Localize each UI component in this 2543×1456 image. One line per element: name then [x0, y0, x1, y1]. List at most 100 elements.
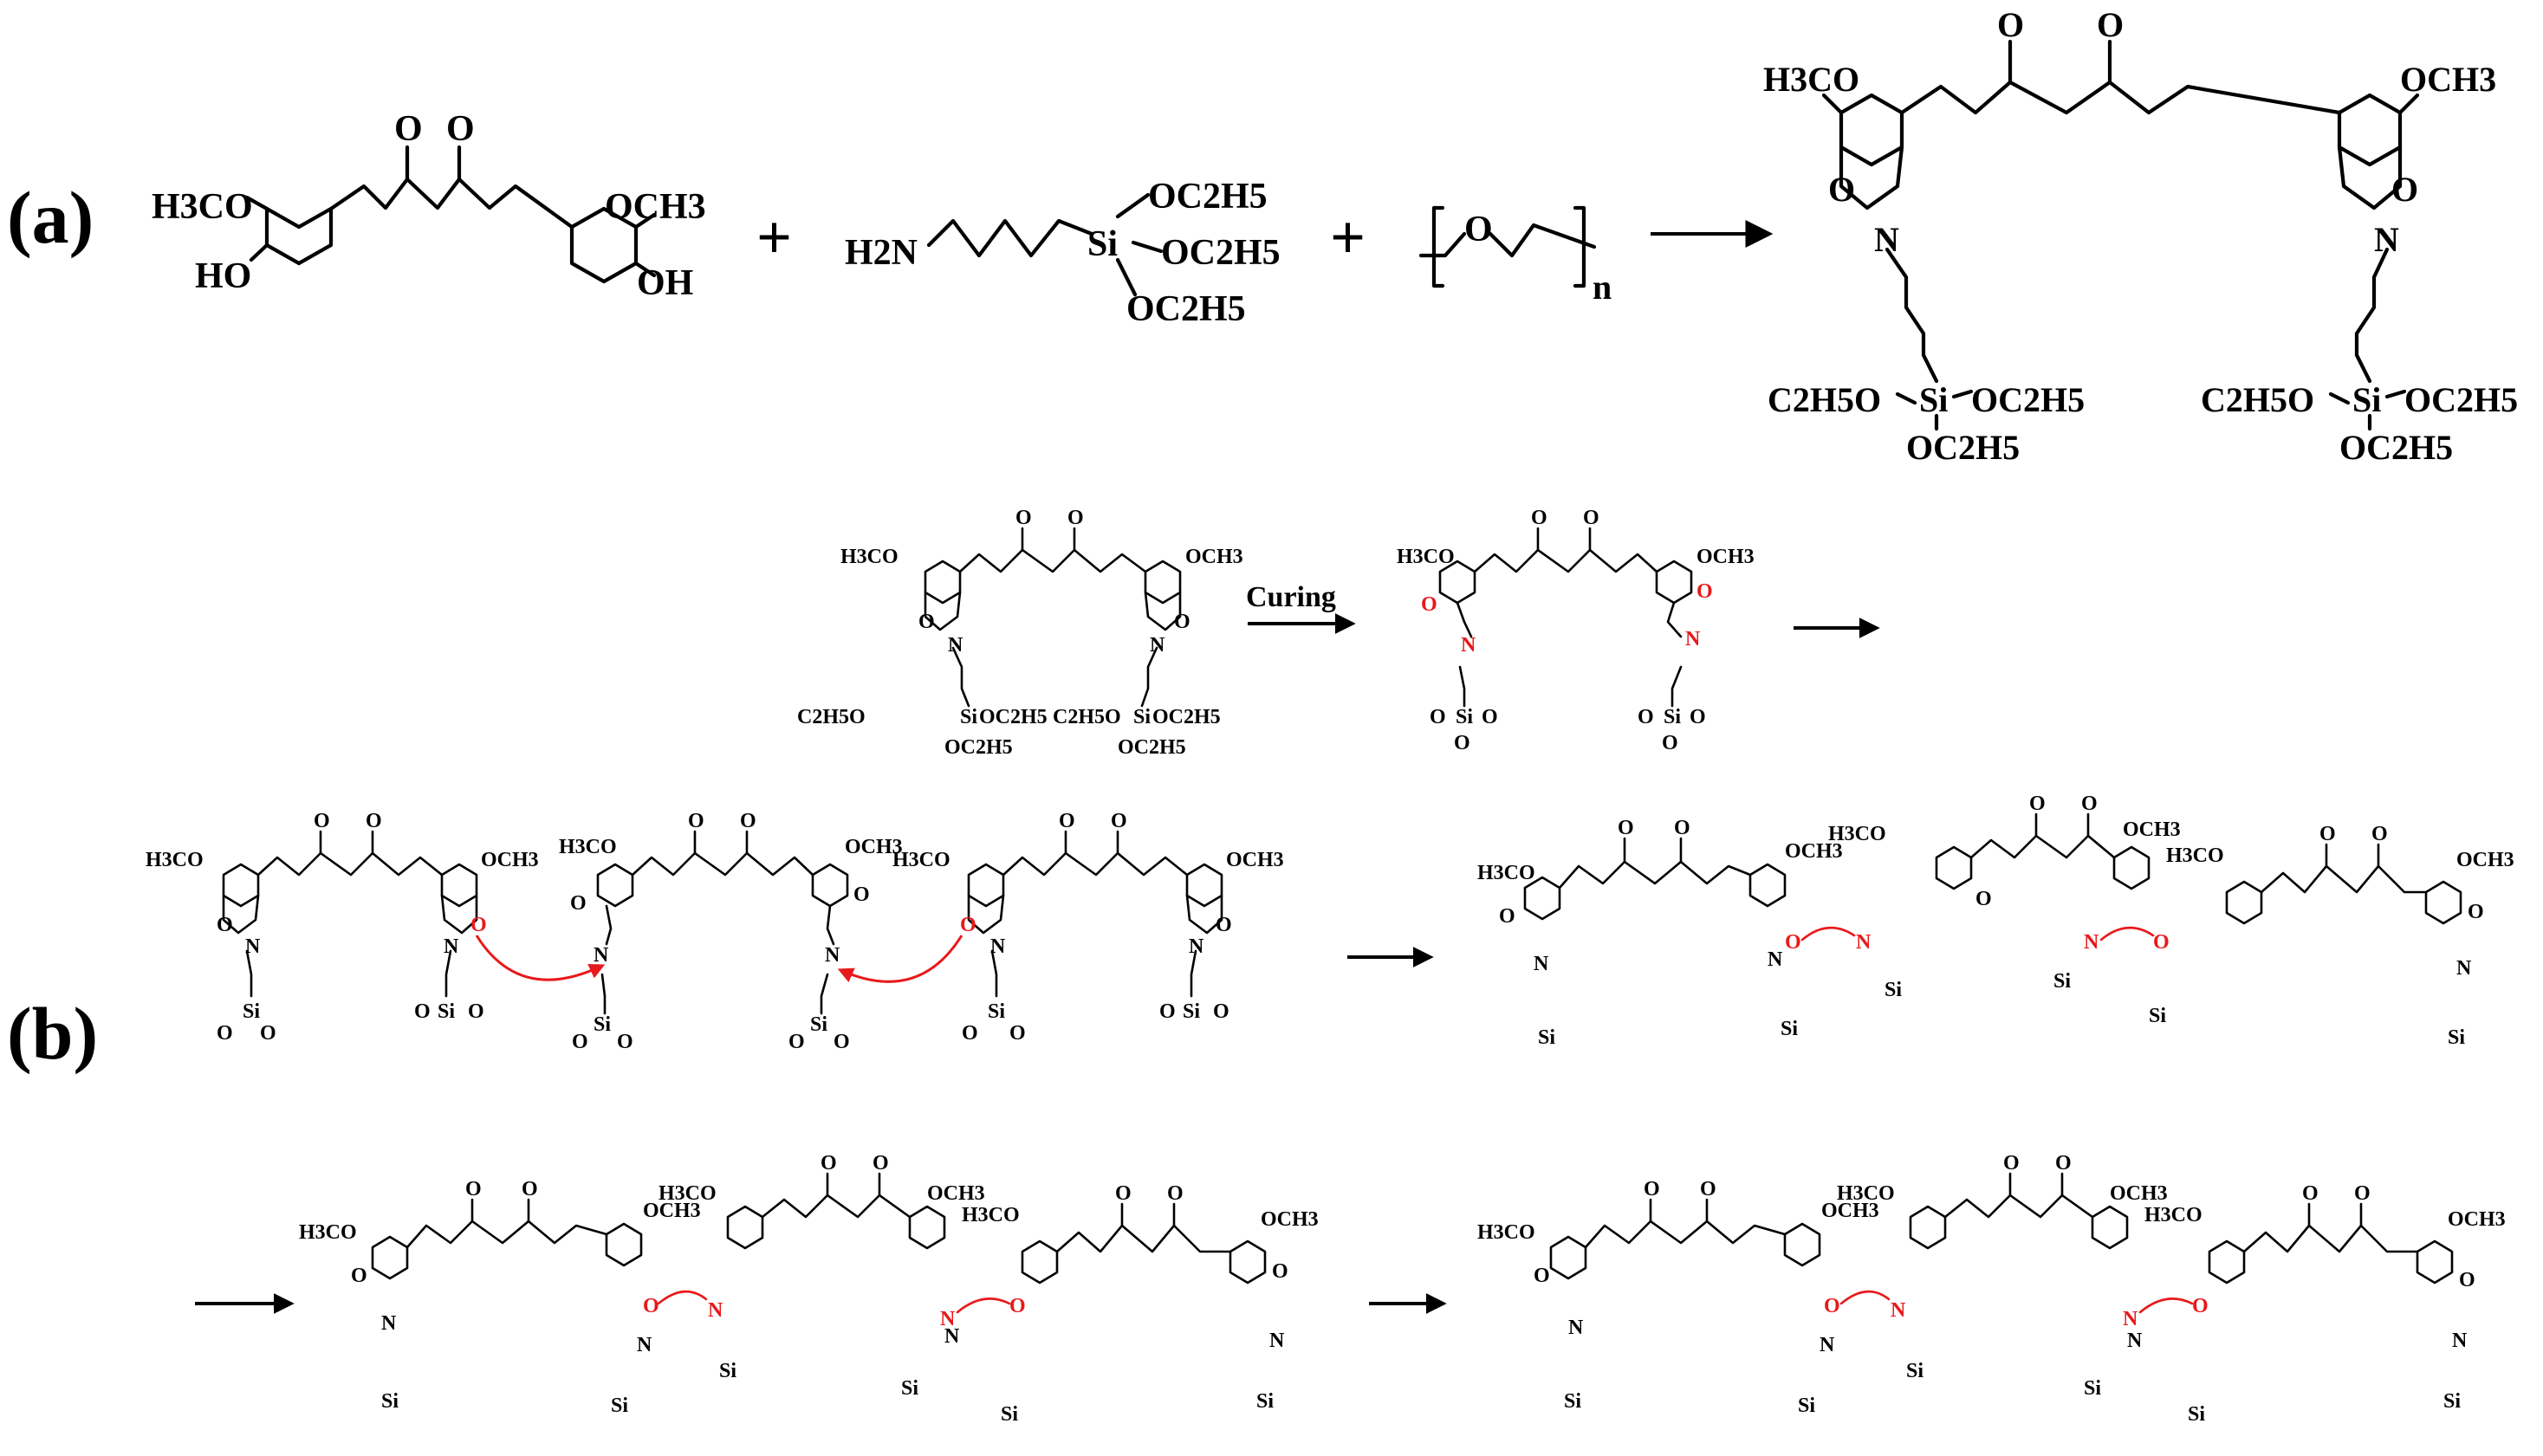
- row3-right-chain: H3CO OCH3 H3CO OCH3 H3CO OCH3 O O O O O …: [1477, 1152, 2506, 1426]
- row3r-o-red-2: O: [2192, 1295, 2209, 1317]
- chain2-ominus-2: O: [1975, 888, 1992, 910]
- intermediate-carbonyl-2: O: [1583, 507, 1599, 529]
- product-ethoxy-right-c: OC2H5: [2339, 428, 2453, 467]
- row2-left-carbonyl-2: O: [366, 810, 382, 832]
- product-carbonyl-1: O: [1997, 5, 2024, 44]
- row3r-o-1: O: [1534, 1265, 1550, 1287]
- row2-center-ominus-left: O: [570, 892, 587, 915]
- plus-sign-1: +: [756, 203, 792, 272]
- row2-right-o-d: O: [1213, 1000, 1229, 1023]
- row2-right-o-b: O: [1009, 1022, 1026, 1045]
- chain2-carbonyl-5: O: [2319, 823, 2336, 845]
- row3r-carbonyl-5: O: [2302, 1182, 2319, 1205]
- small-monomer-ethoxy-6: OC2H5: [1118, 736, 1186, 759]
- row2-right-o-red: O: [960, 914, 976, 936]
- chain2-n-1: N: [1768, 948, 1783, 971]
- chain2-si-5: Si: [2149, 1005, 2166, 1027]
- curcumin-carbonyl-1: O: [394, 109, 423, 149]
- row3l-methoxy-2: OCH3: [643, 1200, 701, 1222]
- row3r-carbonyl-2: O: [1700, 1178, 1716, 1200]
- intermediate-nplus-left: N: [1461, 634, 1476, 657]
- row2-center-nplus-right: N: [825, 944, 840, 967]
- row3r-si-2: Si: [1798, 1395, 1815, 1417]
- row2-left-o-red: O: [470, 914, 487, 936]
- intermediate-methoxy-left: H3CO: [1397, 546, 1455, 568]
- row3r-o-2: O: [2459, 1269, 2475, 1291]
- row2-left-n-1: N: [245, 935, 261, 958]
- chain2-nplus-2: N: [2456, 957, 2472, 980]
- chain2-carbonyl-3: O: [2029, 793, 2046, 815]
- chain2-carbonyl-2: O: [1674, 817, 1690, 839]
- curcumin-left-methoxy: H3CO: [152, 187, 253, 227]
- row3r-si-3: Si: [1906, 1360, 1923, 1382]
- intermediate-carbonyl-1: O: [1531, 507, 1547, 529]
- chain2-n-red-1: N: [1856, 931, 1872, 954]
- row3l-carbonyl-2: O: [522, 1178, 538, 1200]
- intermediate-o-2: O: [1482, 706, 1498, 728]
- product-oxazine-n-left: N: [1874, 220, 1899, 259]
- row2-left-si-1: Si: [243, 1000, 260, 1023]
- electron-arrow-1: [475, 935, 606, 981]
- chain2-carbonyl-6: O: [2371, 823, 2388, 845]
- paraformaldehyde-repeat-n: n: [1593, 268, 1612, 307]
- row3l-nplus-1: N: [381, 1312, 397, 1335]
- chain2-si-4: Si: [2053, 970, 2071, 993]
- product-ethoxy-right-b: OC2H5: [2404, 380, 2518, 419]
- row3l-carbonyl-1: O: [465, 1178, 482, 1200]
- row3r-n-red-1: N: [1891, 1299, 1906, 1322]
- chain2-methoxy-6: OCH3: [2456, 849, 2514, 871]
- row2-center-o-2: O: [617, 1031, 633, 1053]
- row3r-methoxy-4: OCH3: [2110, 1182, 2168, 1205]
- row3l-ominus-2: O: [1272, 1260, 1288, 1283]
- chain2-ominus-3: O: [2468, 901, 2484, 923]
- row2-right-si-1: Si: [988, 1000, 1005, 1023]
- small-monomer-ethoxy-1: C2H5O: [797, 706, 866, 728]
- row3r-n-1: N: [1568, 1317, 1584, 1339]
- row3r-carbonyl-6: O: [2354, 1182, 2371, 1205]
- small-monomer-carbonyl-1: O: [1015, 507, 1032, 529]
- row3l-nplus-3: N: [944, 1325, 960, 1348]
- small-monomer-methoxy-left: H3CO: [840, 546, 898, 568]
- chain2-methoxy-2: OCH3: [1785, 840, 1843, 863]
- row2-center-carbonyl-2: O: [740, 810, 756, 832]
- row2-left-o-c: O: [414, 1000, 431, 1023]
- product-oxazine-n-right: N: [2374, 220, 2399, 259]
- curcumin-carbonyl-2: O: [446, 109, 475, 149]
- row3l-n-red-1: N: [708, 1299, 723, 1322]
- ring-opened-intermediate: O O N N O O H3CO OCH3 Si Si O O O O O O: [1397, 507, 1755, 754]
- product-oxazine-o-right: O: [2391, 170, 2418, 209]
- row3l-si-2: Si: [611, 1395, 628, 1417]
- electron-arrow-2: [837, 935, 963, 983]
- row2-right-methoxy-a: H3CO: [892, 849, 950, 871]
- chain2-methoxy-4: OCH3: [2123, 819, 2181, 841]
- row2-right-o-a: O: [962, 1022, 978, 1045]
- aptes-silicon: Si: [1087, 224, 1118, 264]
- row2-center-o-1: O: [572, 1031, 588, 1053]
- row3r-methoxy-5: H3CO: [2144, 1204, 2202, 1226]
- small-monomer-o-right: O: [1174, 611, 1190, 633]
- row3r-si-6: Si: [2443, 1390, 2461, 1413]
- panel-label-b: (b): [7, 992, 98, 1075]
- chain2-si-2: Si: [1781, 1018, 1798, 1040]
- small-monomer-si-right: Si: [1133, 706, 1151, 728]
- curcumin-right-methoxy: OCH3: [605, 187, 706, 227]
- row3l-methoxy-6: OCH3: [1261, 1208, 1319, 1231]
- row2-center-ominus-right: O: [853, 883, 870, 906]
- row3r-o-red-1: O: [1824, 1295, 1840, 1317]
- row2-center-si-right: Si: [810, 1013, 827, 1036]
- row2-right-si-2: Si: [1183, 1000, 1200, 1023]
- aptes-ethoxy-2: OC2H5: [1161, 233, 1281, 273]
- product-oxazine-o-left: O: [1828, 170, 1855, 209]
- product-ethoxy-left-c: OC2H5: [1906, 428, 2020, 467]
- intermediate-o-6: O: [1662, 732, 1678, 754]
- row2-left-o-d: O: [468, 1000, 484, 1023]
- row2-right-o-ring: O: [1216, 914, 1232, 936]
- paraformaldehyde-molecule: O O n: [1418, 205, 1612, 307]
- row3r-methoxy-2: OCH3: [1821, 1200, 1879, 1222]
- aptes-molecule: H2N Si OC2H5 OC2H5 OC2H5: [845, 177, 1281, 329]
- chain2-si-6: Si: [2448, 1026, 2465, 1049]
- row2-left-o-b: O: [260, 1022, 276, 1045]
- chain2-oplus-2: O: [2153, 931, 2170, 954]
- row3l-o-red-1: O: [643, 1295, 659, 1317]
- row3r-n-red-2: N: [2123, 1308, 2138, 1330]
